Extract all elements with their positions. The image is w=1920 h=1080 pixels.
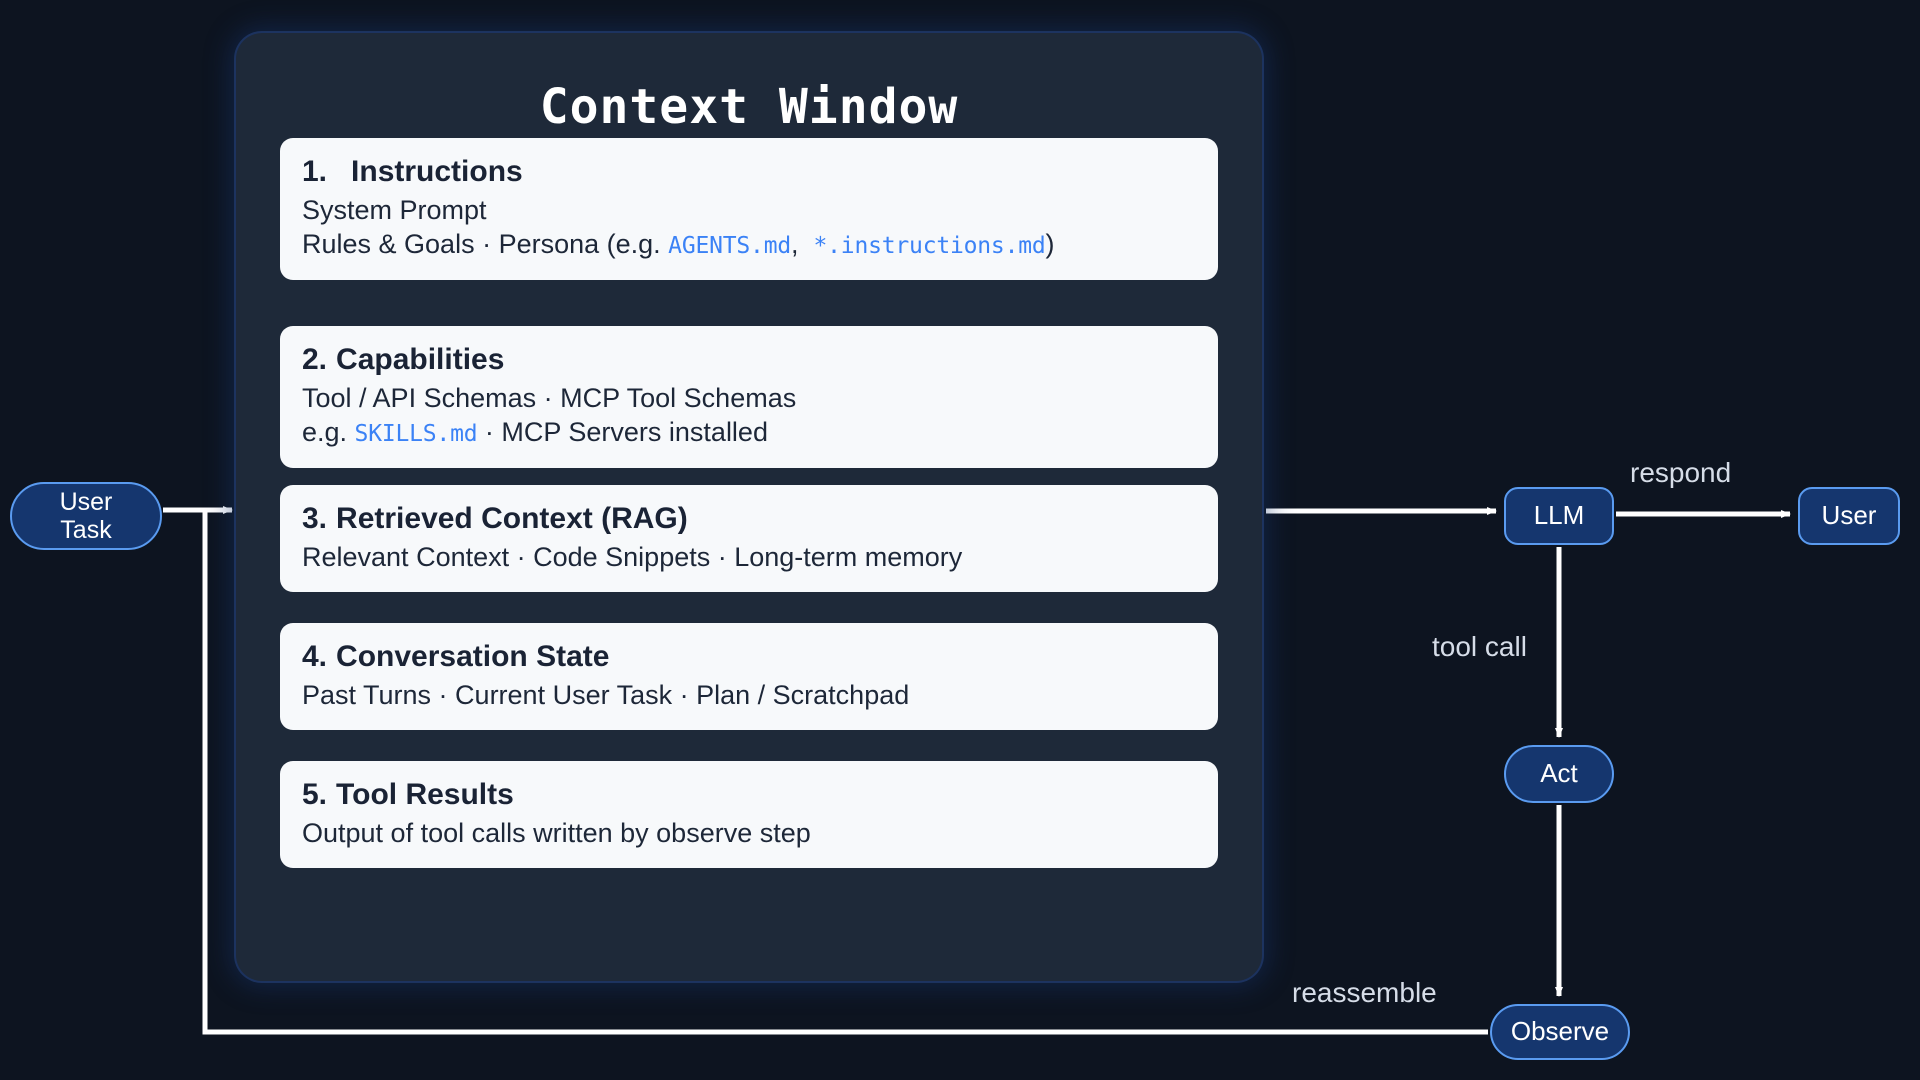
- card-number: 1.: [302, 155, 328, 188]
- card-line-sep: ,: [791, 229, 814, 260]
- card-line-tool-schemas: Tool / API Schemas · MCP Tool Schemas: [302, 382, 797, 413]
- card-line-close: ): [1045, 229, 1055, 260]
- card-title-text: Conversation State: [336, 640, 610, 673]
- edge-label-reassemble: reassemble: [1292, 977, 1437, 1008]
- edge-label-respond: respond: [1630, 457, 1732, 488]
- card-number: 2.: [302, 343, 328, 376]
- card-title-text: Instructions: [351, 155, 523, 188]
- code-skills-md: SKILLS.md: [354, 421, 478, 448]
- card-line-close: · MCP Servers installed: [477, 417, 768, 448]
- code-agents-md: AGENTS.md: [668, 233, 791, 260]
- context-window-panel: Context Window 1. Instructions System Pro…: [236, 33, 1262, 981]
- card-title: 2.Capabilities: [302, 342, 1196, 379]
- node-label: Act: [1540, 758, 1578, 789]
- node-act[interactable]: Act: [1504, 745, 1614, 803]
- card-title-text: Tool Results: [336, 778, 514, 811]
- node-label-line1: User: [59, 488, 113, 516]
- context-card-conversation-state[interactable]: 4.Conversation State Past Turns · Curren…: [280, 623, 1218, 731]
- node-user-task[interactable]: User Task: [10, 482, 162, 550]
- context-card-capabilities[interactable]: 2.Capabilities Tool / API Schemas · MCP …: [280, 326, 1218, 468]
- node-user[interactable]: User: [1798, 487, 1900, 545]
- context-card-retrieved-context[interactable]: 3.Retrieved Context (RAG) Relevant Conte…: [280, 485, 1218, 593]
- card-number: 3.: [302, 502, 328, 535]
- page-title: Context Window: [539, 79, 959, 135]
- card-title-text: Retrieved Context (RAG): [336, 502, 688, 535]
- card-title: 3.Retrieved Context (RAG): [302, 501, 1196, 538]
- card-title: 4.Conversation State: [302, 639, 1196, 676]
- node-label: User: [1821, 500, 1877, 531]
- card-line-relevant-context: Relevant Context · Code Snippets · Long-…: [302, 541, 963, 572]
- card-title: 1. Instructions: [302, 154, 1196, 191]
- card-line-rules-goals: Rules & Goals · Persona (e.g. AGENTS.md,…: [302, 227, 1196, 262]
- code-instructions-md: *.instructions.md: [813, 233, 1046, 260]
- node-label-line2: Task: [60, 516, 112, 544]
- node-observe[interactable]: Observe: [1490, 1004, 1630, 1060]
- node-label: Observe: [1510, 1016, 1610, 1047]
- context-card-instructions[interactable]: 1. Instructions System Prompt Rules & Goa…: [280, 138, 1218, 280]
- card-line-system-prompt: System Prompt: [302, 194, 487, 225]
- context-card-tool-results[interactable]: 5.Tool Results Output of tool calls writ…: [280, 761, 1218, 869]
- node-label: LLM: [1533, 500, 1585, 531]
- card-line-text: e.g.: [302, 417, 355, 448]
- card-number: 5.: [302, 778, 328, 811]
- card-line-output-tool-calls: Output of tool calls written by observe …: [302, 817, 811, 848]
- card-title-text: Capabilities: [336, 343, 505, 376]
- card-number: 4.: [302, 640, 328, 673]
- card-line-text: Rules & Goals · Persona (e.g.: [302, 229, 669, 260]
- edge-label-tool-call: tool call: [1432, 631, 1527, 662]
- card-line-past-turns: Past Turns · Current User Task · Plan / …: [302, 679, 910, 710]
- card-title: 5.Tool Results: [302, 777, 1196, 814]
- node-llm[interactable]: LLM: [1504, 487, 1614, 545]
- card-line-skills: e.g. SKILLS.md · MCP Servers installed: [302, 415, 1196, 450]
